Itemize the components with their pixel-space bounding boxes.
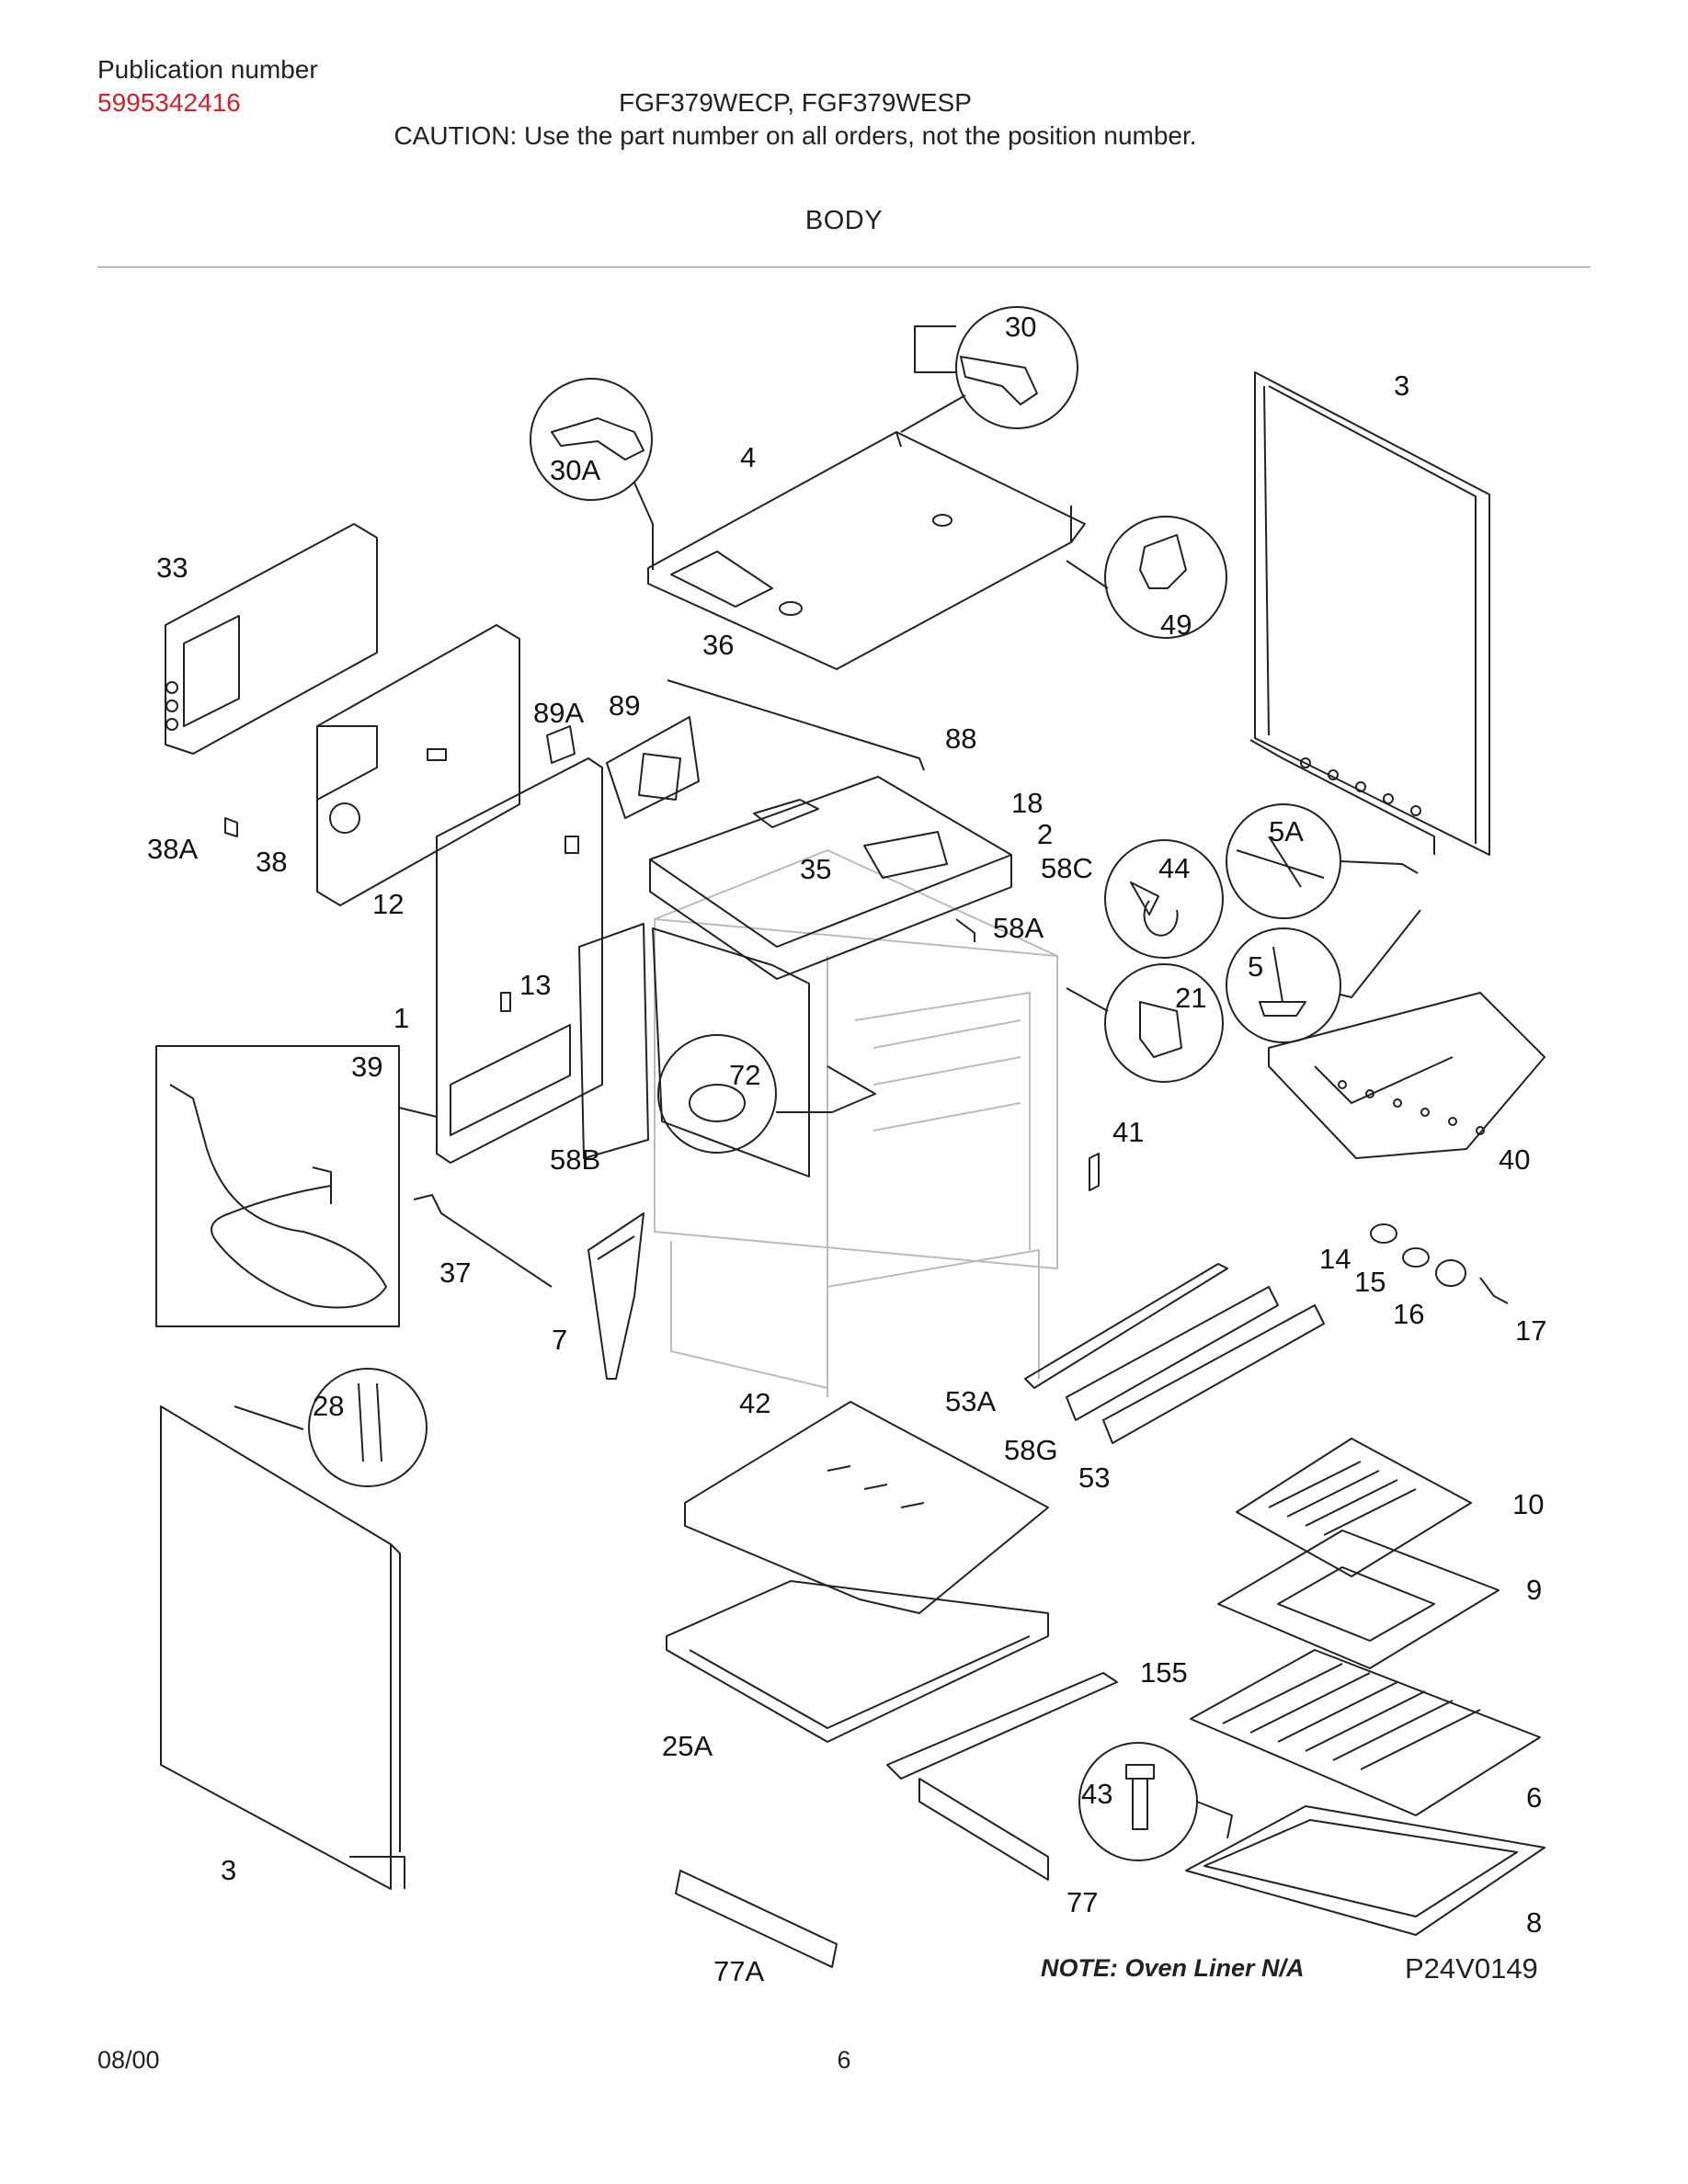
label-30: 30 [1005, 311, 1036, 343]
part-40-burner-baffle [1268, 992, 1545, 1159]
label-77a: 77A [713, 1955, 764, 1987]
label-39: 39 [351, 1051, 382, 1083]
label-40: 40 [1499, 1143, 1530, 1176]
parts-14-17-hardware [1370, 1223, 1509, 1304]
label-5: 5 [1248, 950, 1263, 983]
publication-label: Publication number [97, 55, 318, 84]
part-28-callout [234, 1368, 428, 1487]
part-44-callout [1104, 839, 1224, 959]
part-58c-insulation [649, 776, 1012, 980]
label-89a: 89A [533, 697, 584, 729]
label-7: 7 [552, 1324, 567, 1356]
label-88: 88 [945, 722, 976, 755]
part-30-callout [900, 306, 1078, 433]
parts-53-53a-58g-trims [1024, 1263, 1325, 1444]
label-43: 43 [1081, 1778, 1112, 1810]
part-42-oven-bottom [684, 1401, 1049, 1614]
part-21-callout [1066, 963, 1224, 1083]
label-9: 9 [1526, 1574, 1542, 1606]
label-2: 2 [1037, 818, 1053, 850]
label-155: 155 [1140, 1656, 1188, 1689]
label-35: 35 [800, 853, 831, 885]
label-21: 21 [1175, 982, 1206, 1014]
footer-date: 08/00 [97, 2046, 160, 2074]
label-3-left: 3 [221, 1854, 236, 1886]
part-72-callout [657, 1034, 876, 1154]
label-58c: 58C [1041, 852, 1093, 884]
label-53a: 53A [945, 1385, 996, 1417]
label-10: 10 [1512, 1488, 1544, 1520]
figure-code: P24V0149 [1405, 1952, 1538, 1985]
part-39-power-cord-box [155, 1045, 438, 1327]
part-10-broiler-grid [1236, 1438, 1472, 1577]
label-33: 33 [156, 552, 188, 584]
label-89: 89 [609, 689, 640, 722]
label-49: 49 [1160, 609, 1192, 641]
label-15: 15 [1354, 1266, 1386, 1298]
part-41-bracket [1089, 1153, 1100, 1191]
publication-number: 5995342416 [97, 88, 241, 117]
part-3-left-side-panel [160, 1405, 405, 1890]
part-36-88-wire [667, 679, 925, 771]
exploded-parts-diagram: 30 30A 4 3 49 33 36 89A 89 88 18 2 58C 3… [147, 306, 1546, 1987]
label-44: 44 [1158, 852, 1190, 884]
part-5a-callout [1226, 803, 1419, 919]
part-6-oven-rack [1190, 1649, 1541, 1816]
caution-text: CAUTION: Use the part number on all orde… [393, 121, 1197, 150]
part-4-top-frame [647, 431, 1086, 670]
label-1: 1 [393, 1002, 409, 1034]
label-58b: 58B [550, 1143, 600, 1176]
label-28: 28 [313, 1390, 344, 1422]
part-38-rear-wall [316, 624, 520, 906]
label-42: 42 [739, 1387, 770, 1419]
part-37-bulb [413, 1194, 553, 1288]
part-38a-bracket [224, 817, 238, 837]
label-14: 14 [1319, 1243, 1351, 1275]
label-72: 72 [729, 1059, 760, 1091]
part-1-back-panel [436, 757, 603, 1164]
part-49-callout [1066, 516, 1227, 639]
label-38: 38 [256, 846, 287, 878]
part-5-callout [1226, 909, 1421, 1043]
label-5a: 5A [1269, 815, 1304, 847]
part-33-rear-shield [165, 523, 378, 755]
part-7-hinge [587, 1212, 644, 1380]
part-58a-58b-insulation [578, 918, 975, 1177]
label-30a: 30A [550, 454, 600, 486]
oven-liner-note: NOTE: Oven Liner N/A [1041, 1954, 1305, 1982]
label-77: 77 [1066, 1886, 1098, 1918]
label-38a: 38A [147, 833, 198, 865]
footer-page-number: 6 [837, 2046, 851, 2074]
label-25a: 25A [662, 1730, 713, 1762]
label-4: 4 [740, 441, 756, 473]
label-36: 36 [702, 629, 734, 661]
model-numbers: FGF379WECP, FGF379WESP [619, 88, 972, 117]
label-58g: 58G [1004, 1434, 1058, 1466]
label-53: 53 [1078, 1462, 1110, 1494]
part-25a-bottom-frame [666, 1580, 1049, 1743]
label-17: 17 [1515, 1314, 1546, 1347]
part-9-broiler-pan [1217, 1530, 1500, 1669]
label-6: 6 [1526, 1781, 1542, 1814]
label-37: 37 [439, 1257, 471, 1289]
part-8-oven-bottom-panel [1185, 1805, 1545, 1936]
label-41: 41 [1112, 1116, 1144, 1148]
label-12: 12 [372, 888, 404, 920]
parts-155-77-77a-rails [675, 1672, 1118, 1968]
section-title: BODY [804, 206, 884, 235]
label-8: 8 [1526, 1906, 1542, 1939]
label-16: 16 [1393, 1298, 1424, 1330]
part-3-right-side-panel [1249, 371, 1490, 856]
oven-body-ghost [654, 849, 1058, 1397]
label-3-right: 3 [1394, 370, 1409, 402]
label-13: 13 [519, 969, 551, 1001]
part-30a-callout [530, 378, 654, 570]
part-43-callout [1078, 1742, 1233, 1861]
label-58a: 58A [993, 912, 1044, 944]
label-18: 18 [1011, 787, 1043, 819]
part-89-valve-assembly [546, 716, 700, 819]
